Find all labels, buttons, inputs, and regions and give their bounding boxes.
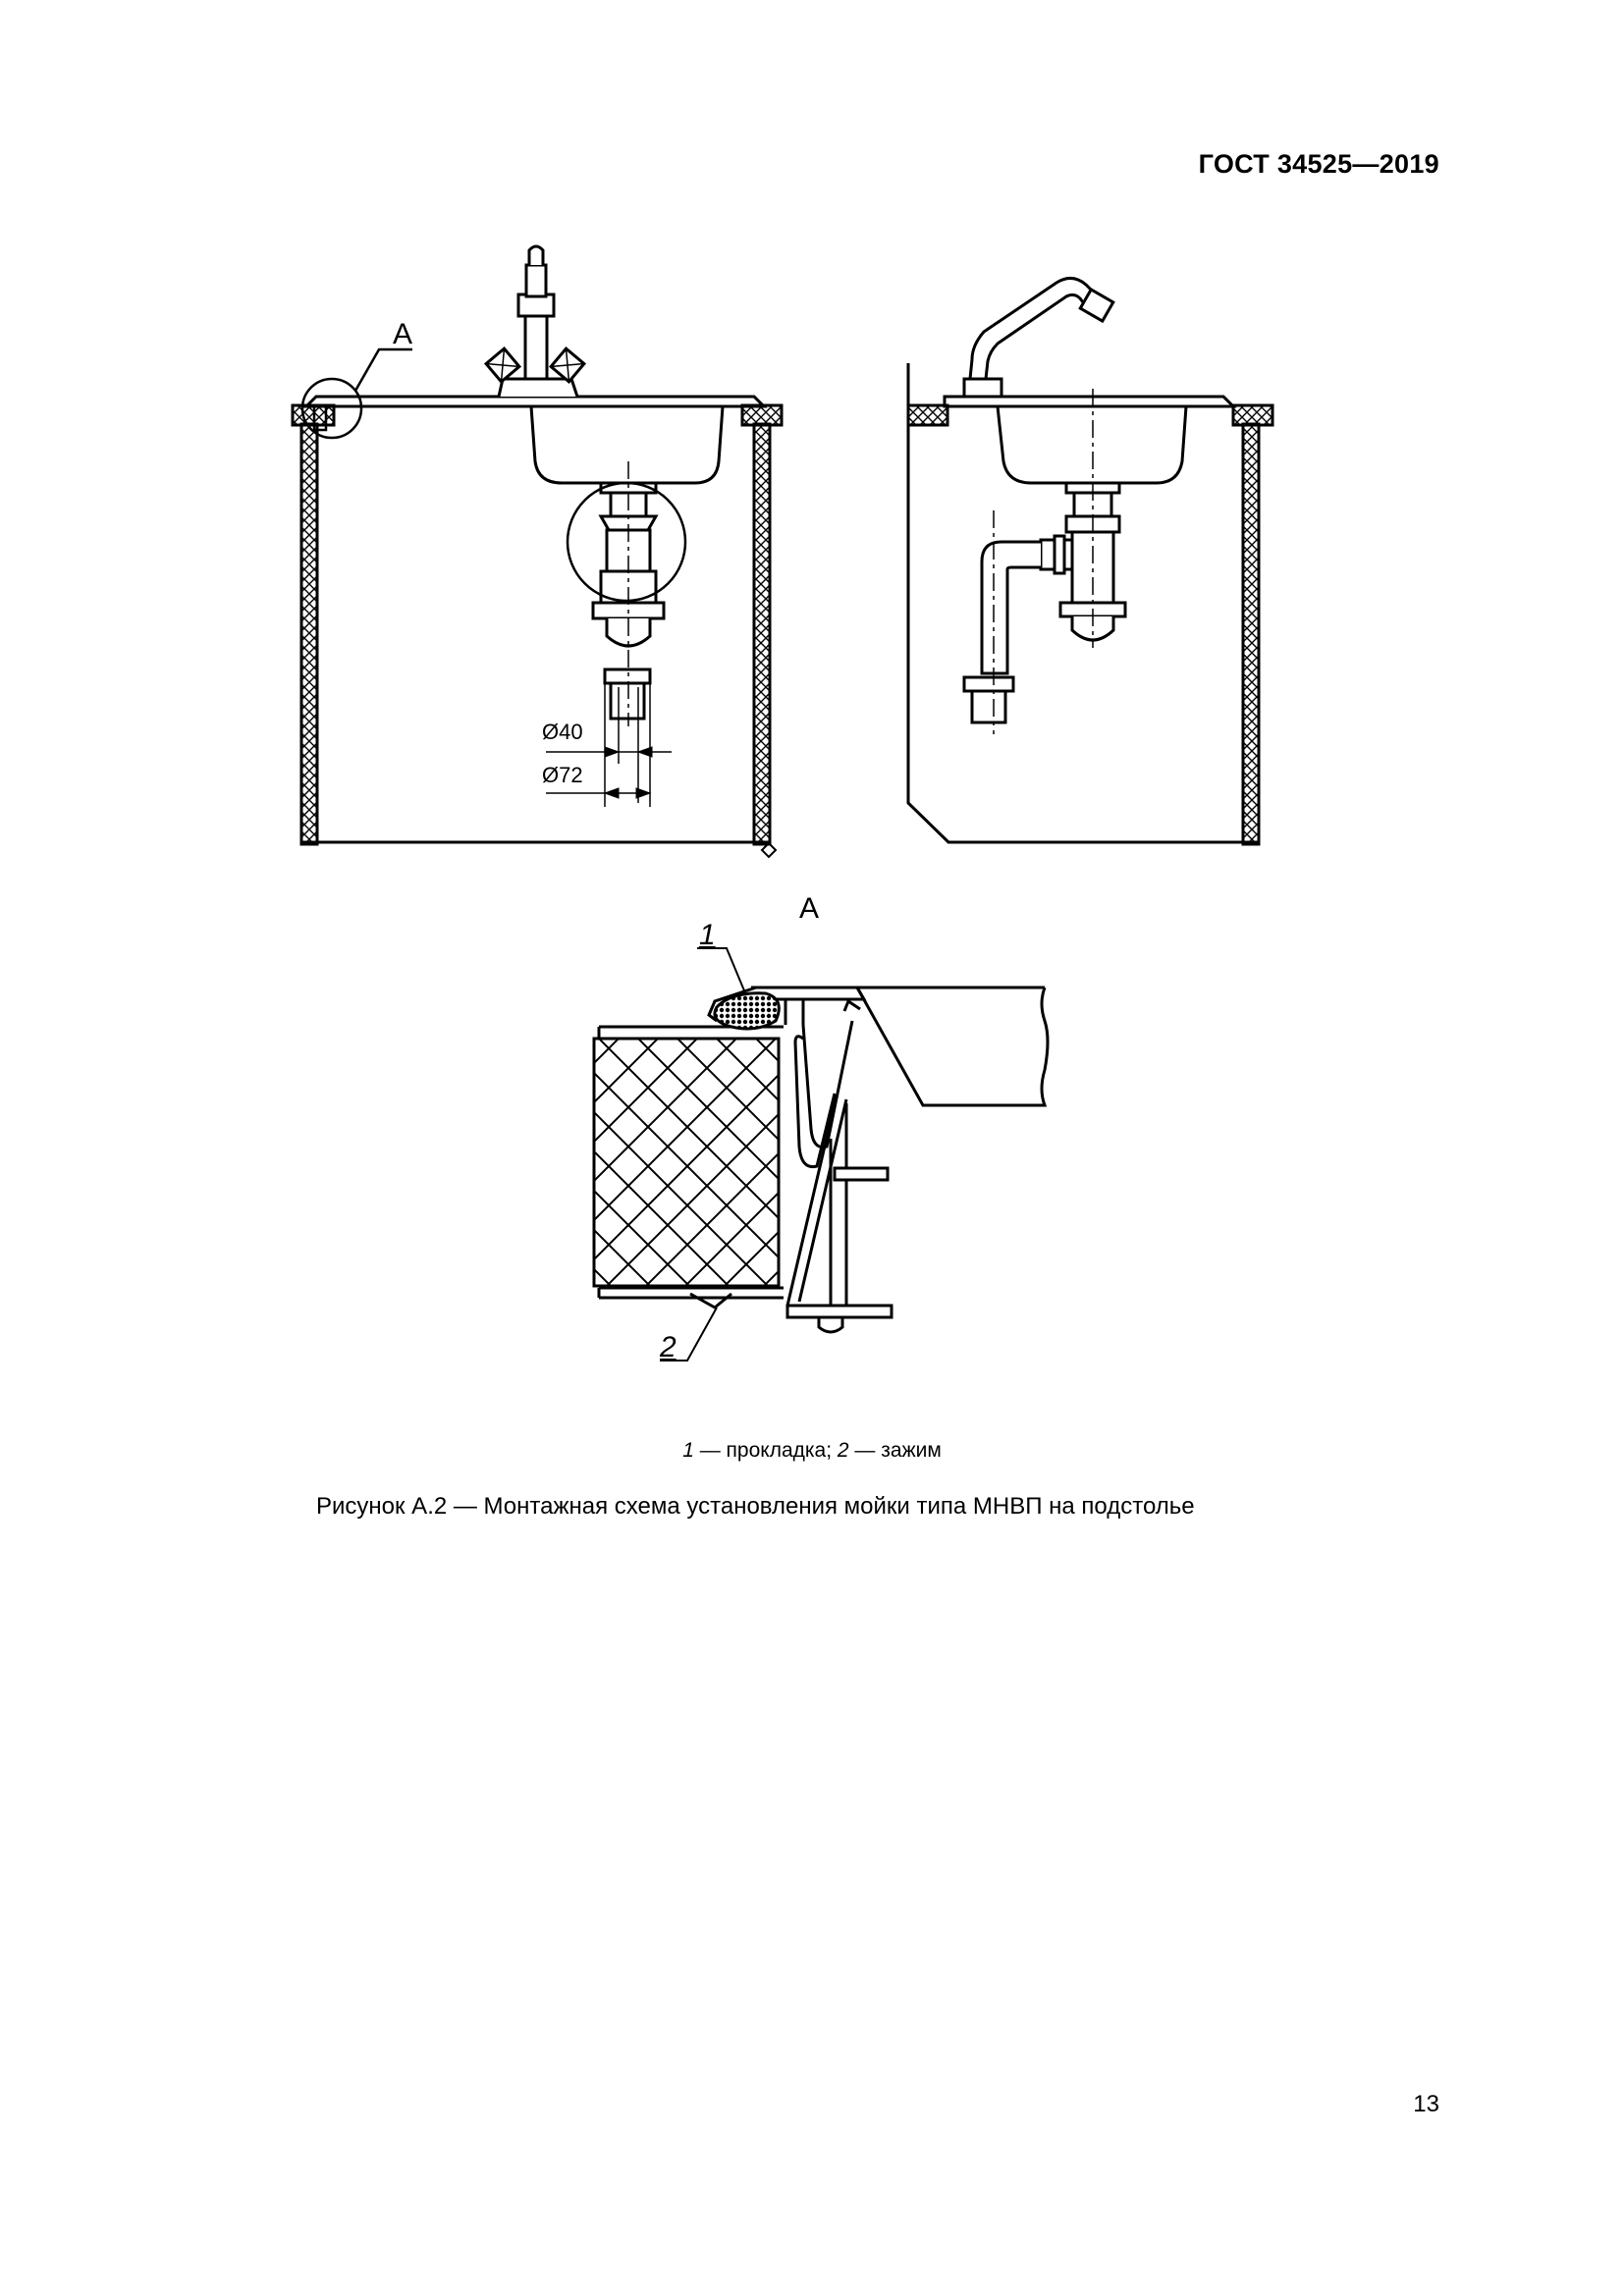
front-view [291,244,784,859]
dimension-d40-label: Ø40 [542,720,583,744]
dimension-d72-label: Ø72 [542,763,583,787]
section-a-title: А [799,892,819,925]
item-2-label: 2 [659,1331,677,1363]
gasket [713,991,781,1031]
document-header-standard: ГОСТ 34525—2019 [1198,149,1439,179]
front-faucet-base [497,377,579,398]
front-countertop-right [740,403,784,427]
legend-item-2-text: — зажим [848,1439,942,1462]
callout-a-label: А [393,318,412,350]
legend-item-1-number: 1 [682,1439,694,1462]
page-number: 13 [1413,2091,1439,2117]
side-sink-bowl [996,405,1188,485]
figure-legend: 1 — прокладка; 2 — зажим [0,1439,1624,1463]
front-cabinet-left-wall [299,422,319,846]
side-countertop-right [1231,403,1274,427]
item-1-label: 1 [699,919,716,951]
figure-caption: Рисунок А.2 — Монтажная схема установлен… [316,1493,1195,1520]
side-countertop-left [906,403,949,427]
side-cabinet-right-wall [1241,422,1261,846]
detail-a-callout-circle [300,377,363,440]
side-view [906,277,1274,846]
front-cabinet-right-wall [752,422,772,846]
detail-countertop-panel [592,1037,781,1288]
legend-item-2-number: 2 [837,1439,849,1462]
installation-drawing: А Ø40 Ø72 А [291,244,1274,1363]
legend-item-1-text: — прокладка; [693,1439,838,1462]
front-sink-bowl [529,405,725,485]
detail-a-view [592,947,1050,1362]
